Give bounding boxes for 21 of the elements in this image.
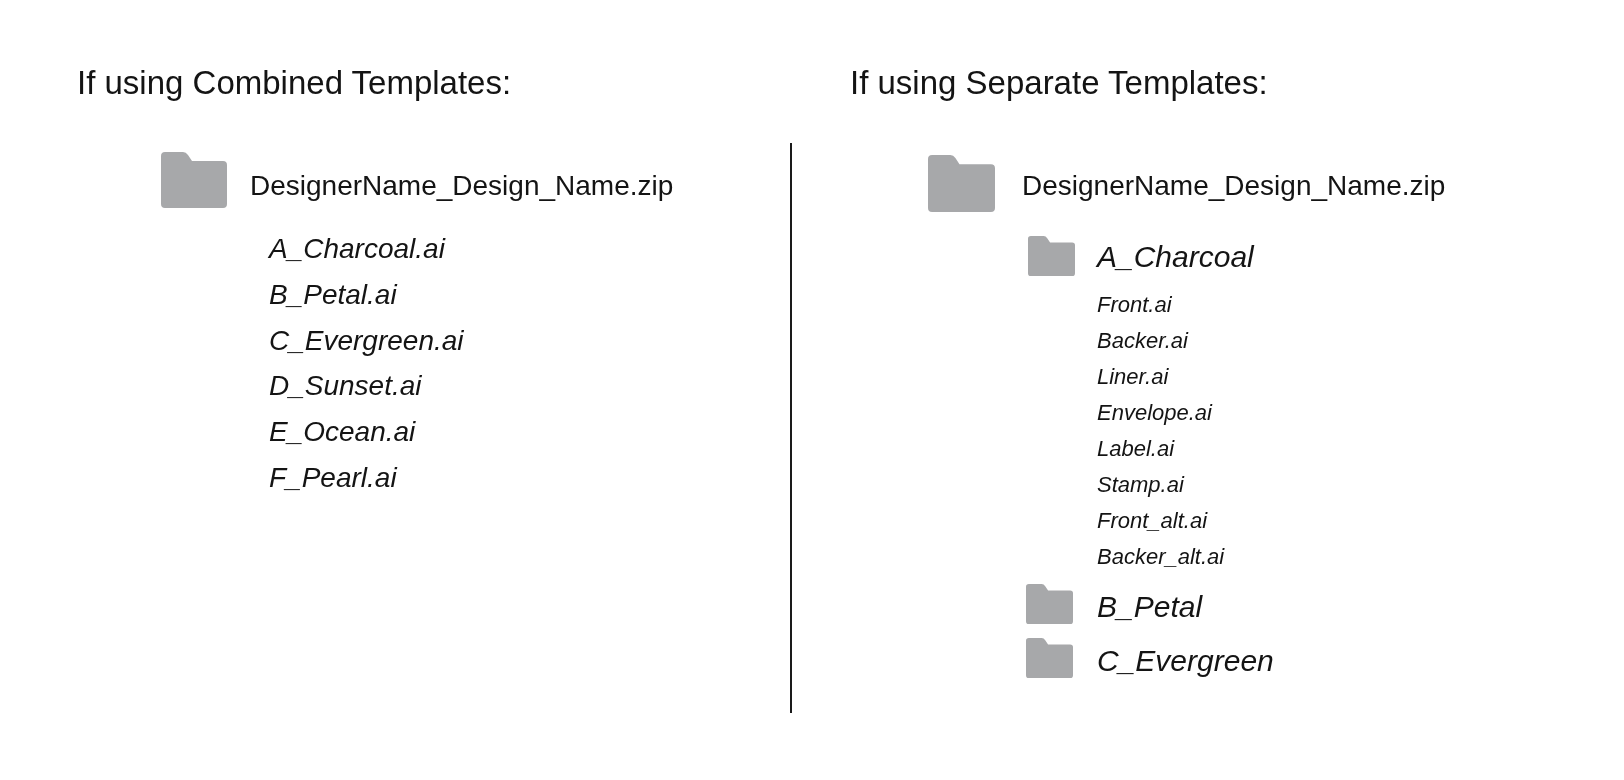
file-name: A_Charcoal.ai <box>269 232 445 266</box>
folder-name: B_Petal <box>1097 589 1203 625</box>
section-heading: If using Separate Templates: <box>850 63 1268 103</box>
file-name: Label.ai <box>1097 435 1175 463</box>
file-name: C_Evergreen.ai <box>269 324 464 358</box>
file-name: Stamp.ai <box>1097 471 1184 499</box>
section-heading: If using Combined Templates: <box>77 63 512 103</box>
folder-name: A_Charcoal <box>1097 239 1254 275</box>
file-name: Envelope.ai <box>1097 399 1212 427</box>
file-name: Backer_alt.ai <box>1097 543 1225 571</box>
file-name: Front_alt.ai <box>1097 507 1208 535</box>
archive-name: DesignerName_Design_Name.zip <box>250 169 674 203</box>
file-name: F_Pearl.ai <box>269 461 397 495</box>
file-name: E_Ocean.ai <box>269 415 416 449</box>
file-name: Front.ai <box>1097 291 1172 319</box>
file-name: Liner.ai <box>1097 363 1169 391</box>
file-name: Backer.ai <box>1097 327 1188 355</box>
file-name: D_Sunset.ai <box>269 369 422 403</box>
archive-name: DesignerName_Design_Name.zip <box>1022 169 1446 203</box>
folder-name: C_Evergreen <box>1097 643 1274 679</box>
file-name: B_Petal.ai <box>269 278 397 312</box>
